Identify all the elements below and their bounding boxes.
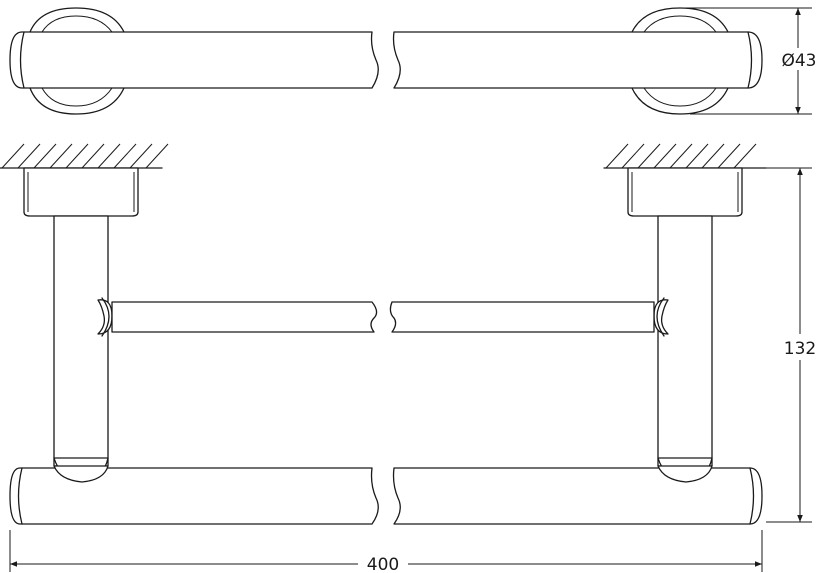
bottom-bar-left-segment <box>9 467 379 525</box>
left-vertical-post <box>53 215 109 467</box>
top-left-rosette-inner <box>41 15 113 107</box>
left-middle-collar <box>97 299 113 335</box>
top-view <box>9 7 763 115</box>
middle-bar-left-segment <box>111 301 378 333</box>
top-bar-left-segment <box>9 31 379 89</box>
diameter-label: Ø43 <box>781 51 816 71</box>
hatch-line <box>65 143 89 169</box>
hatch-line <box>669 143 693 169</box>
right-vertical-post <box>657 215 713 467</box>
hatch-line <box>717 143 741 169</box>
width-dimension: 400 <box>9 530 763 573</box>
top-bar-right-endcap <box>747 31 753 89</box>
right-wall-flange <box>627 167 743 217</box>
hatch-line <box>605 143 629 169</box>
hatch-line <box>1 143 25 169</box>
bottom-bar <box>9 465 763 525</box>
width-label: 400 <box>367 555 399 573</box>
hatch-line <box>49 143 73 169</box>
diameter-label-bg <box>780 48 818 70</box>
hatch-line <box>33 143 57 169</box>
hatch-line <box>17 143 41 169</box>
hatch-line <box>733 143 757 169</box>
wall-hatching-left <box>0 143 169 169</box>
hatch-line <box>145 143 169 169</box>
height-label-bg <box>780 334 818 360</box>
hatch-line <box>129 143 153 169</box>
top-left-rosette <box>29 7 125 115</box>
width-label-bg <box>358 551 408 573</box>
top-bar-right-segment <box>392 31 763 89</box>
top-bar-left-endcap <box>19 31 25 89</box>
diameter-dimension: Ø43 <box>680 7 818 115</box>
right-bracket <box>627 167 743 483</box>
hatch-line <box>621 143 645 169</box>
hatch-line <box>81 143 105 169</box>
height-label: 132 <box>784 339 816 359</box>
hatch-line <box>97 143 121 169</box>
middle-bar-right-segment <box>389 301 655 333</box>
hatch-line <box>701 143 725 169</box>
top-right-rosette-inner <box>643 15 717 107</box>
wall-hatching-right <box>603 143 767 169</box>
left-wall-flange <box>23 167 139 217</box>
left-bracket <box>23 167 139 483</box>
height-dimension: 132 <box>766 167 818 523</box>
right-middle-collar <box>653 299 669 335</box>
hatch-line <box>685 143 709 169</box>
hatch-line <box>637 143 661 169</box>
hatch-line <box>113 143 137 169</box>
bottom-bar-right-segment <box>392 467 763 525</box>
hatch-line <box>653 143 677 169</box>
middle-bar <box>111 301 655 333</box>
